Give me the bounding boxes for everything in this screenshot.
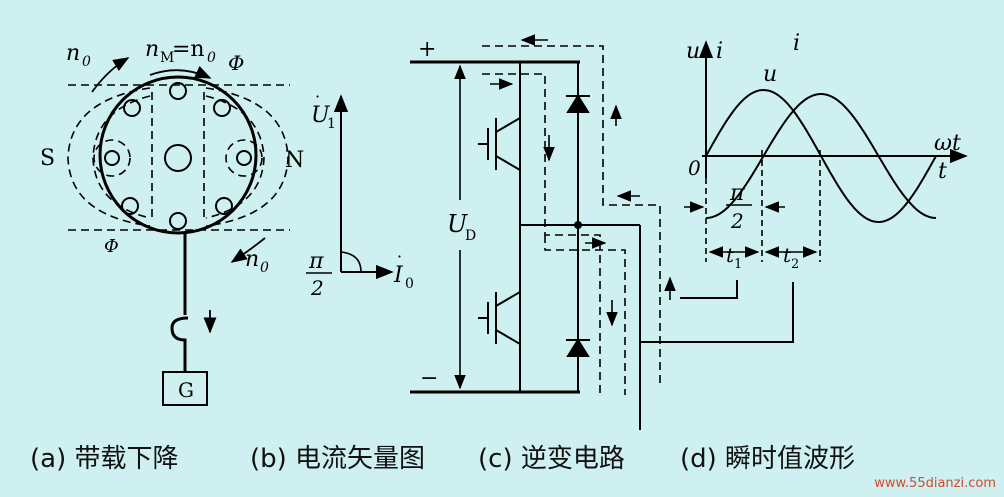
i0-dot: · xyxy=(397,247,402,266)
u-axis-label: u xyxy=(686,39,700,64)
u1-sub: 1 xyxy=(327,116,336,132)
n-pole-label: N xyxy=(285,148,304,173)
t2-sub: 2 xyxy=(791,257,799,272)
waveforms xyxy=(705,88,937,224)
caption-b: (b) 电流矢量图 xyxy=(250,444,426,474)
u-curve-label: u xyxy=(763,62,777,87)
rotation-arrow-top xyxy=(149,65,212,79)
i0-label: I xyxy=(393,263,404,288)
t-axis-label: t xyxy=(938,159,947,184)
nm-label: n xyxy=(145,37,159,62)
generator-box xyxy=(162,371,208,406)
watermark: www.55dianzi.com xyxy=(874,476,996,491)
n0-bottom-label: n xyxy=(245,247,259,272)
lower-igbt xyxy=(478,291,521,345)
angle-arc xyxy=(340,251,362,273)
panel-c-inverter xyxy=(410,34,794,430)
midpoint-node xyxy=(574,221,582,229)
i-curve-label: i xyxy=(793,31,800,56)
u-waveform xyxy=(705,88,937,224)
origin-label: 0 xyxy=(688,156,701,180)
motor-rotor-circle xyxy=(98,75,258,235)
t1-sub: 1 xyxy=(734,257,742,272)
hook xyxy=(170,316,189,372)
ud-label: U xyxy=(447,210,468,238)
path-arrows xyxy=(490,34,676,327)
i-axis-label: i xyxy=(716,39,723,64)
t1-label: t xyxy=(726,243,735,267)
generator-label: G xyxy=(178,378,194,402)
panel-d-axes xyxy=(698,40,968,178)
rotor-slots xyxy=(104,82,252,230)
t2-label: t xyxy=(783,243,792,267)
panel-b-vectors xyxy=(333,94,394,280)
s-pole-label: S xyxy=(40,146,55,171)
rotation-arrow-top-left xyxy=(91,57,130,93)
caption-d: (d) 瞬时值波形 xyxy=(680,444,856,474)
pi-label-d: π xyxy=(729,181,745,206)
phi-bottom-label: Φ xyxy=(104,236,119,257)
leader-lines xyxy=(640,280,794,343)
caption-a: (a) 带载下降 xyxy=(30,444,179,474)
nm-eq-sub: 0 xyxy=(207,50,216,66)
panel-a-motor xyxy=(67,57,290,406)
panel-d-markers xyxy=(684,150,821,262)
pi-label-b: π xyxy=(308,249,324,274)
current-paths xyxy=(482,45,661,395)
caption-c: (c) 逆变电路 xyxy=(478,444,625,474)
upper-diode xyxy=(566,94,590,113)
omega-t-label: ωt xyxy=(934,131,961,156)
i0-sub: 0 xyxy=(405,276,414,292)
rotation-arrow-bottom-right xyxy=(230,237,266,263)
lower-diode xyxy=(566,338,590,357)
two-label-b: 2 xyxy=(310,276,324,300)
i-waveform xyxy=(705,93,937,219)
n0-bottom-sub: 0 xyxy=(260,260,269,276)
n0-top-label: n xyxy=(66,41,80,66)
u1-label: U xyxy=(311,103,331,128)
u1-dot: · xyxy=(315,87,320,106)
plus-label: + xyxy=(418,37,436,62)
nm-sub: M xyxy=(160,50,174,66)
minus-label: − xyxy=(420,366,438,391)
two-label-d: 2 xyxy=(730,209,744,233)
phi-top-label: Φ xyxy=(228,51,244,75)
upper-igbt xyxy=(478,117,521,171)
n0-top-sub: 0 xyxy=(82,54,91,70)
nm-eq: =n xyxy=(172,37,205,62)
ud-sub: D xyxy=(465,228,476,244)
